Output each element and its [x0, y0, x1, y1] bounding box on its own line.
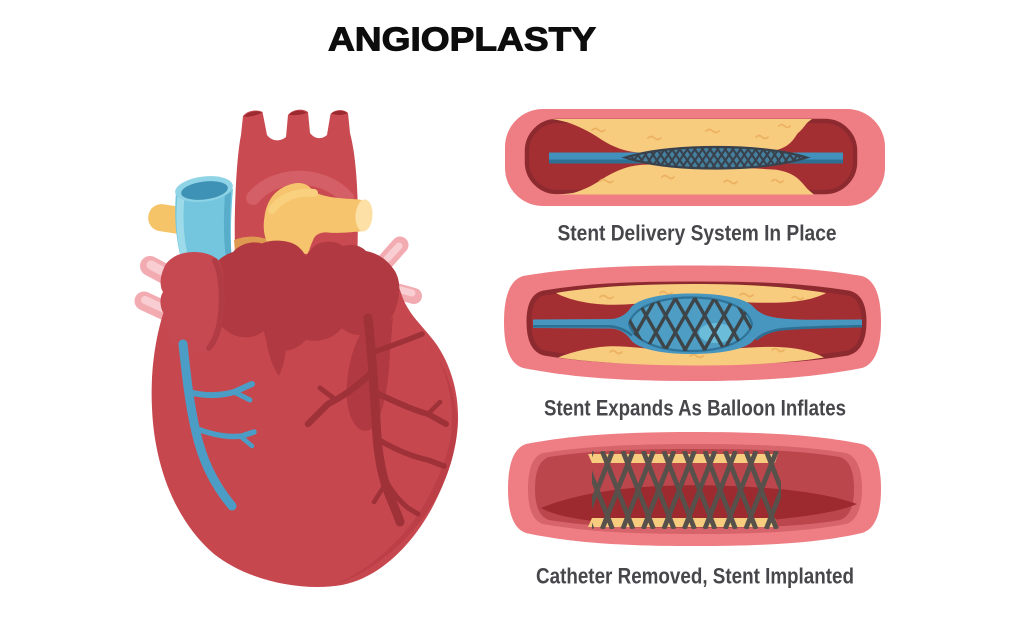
svg-text:Catheter Removed, Stent Implan: Catheter Removed, Stent Implanted [536, 564, 854, 589]
svg-text:ANGIOPLASTY: ANGIOPLASTY [328, 21, 596, 58]
svg-text:Stent Expands As Balloon Infla: Stent Expands As Balloon Inflates [544, 396, 846, 421]
svg-text:Stent Delivery System In Place: Stent Delivery System In Place [558, 221, 837, 246]
